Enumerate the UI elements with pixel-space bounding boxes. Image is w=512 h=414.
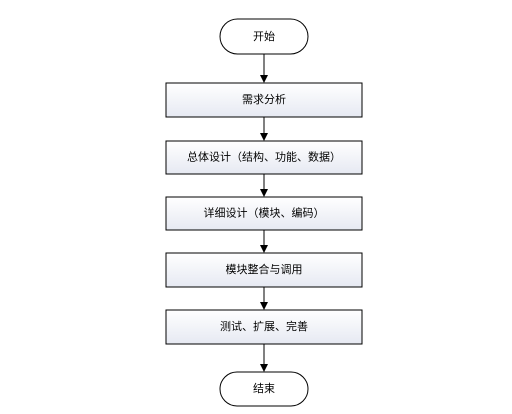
start-terminal: 开始 (219, 18, 309, 55)
flow-arrow (260, 117, 268, 141)
process-box-module-integration: 模块整合与调用 (165, 252, 363, 288)
process-label: 需求分析 (242, 92, 286, 106)
process-label: 模块整合与调用 (226, 262, 303, 276)
flow-arrow (260, 344, 268, 372)
start-label: 开始 (253, 29, 275, 43)
process-box-detailed-design: 详细设计（模块、编码） (165, 196, 363, 231)
flow-arrow (260, 287, 268, 310)
process-label: 总体设计（结构、功能、数据） (187, 150, 341, 164)
flow-arrow (260, 54, 268, 83)
flow-arrow (260, 230, 268, 253)
process-label: 测试、扩展、完善 (220, 319, 308, 333)
process-box-requirements-analysis: 需求分析 (165, 82, 363, 118)
end-label: 结束 (253, 382, 275, 395)
end-terminal: 结束 (219, 371, 309, 407)
process-box-testing: 测试、扩展、完善 (165, 309, 363, 345)
process-box-overall-design: 总体设计（结构、功能、数据） (165, 140, 363, 175)
flow-arrow (260, 174, 268, 197)
process-label: 详细设计（模块、编码） (204, 206, 325, 220)
